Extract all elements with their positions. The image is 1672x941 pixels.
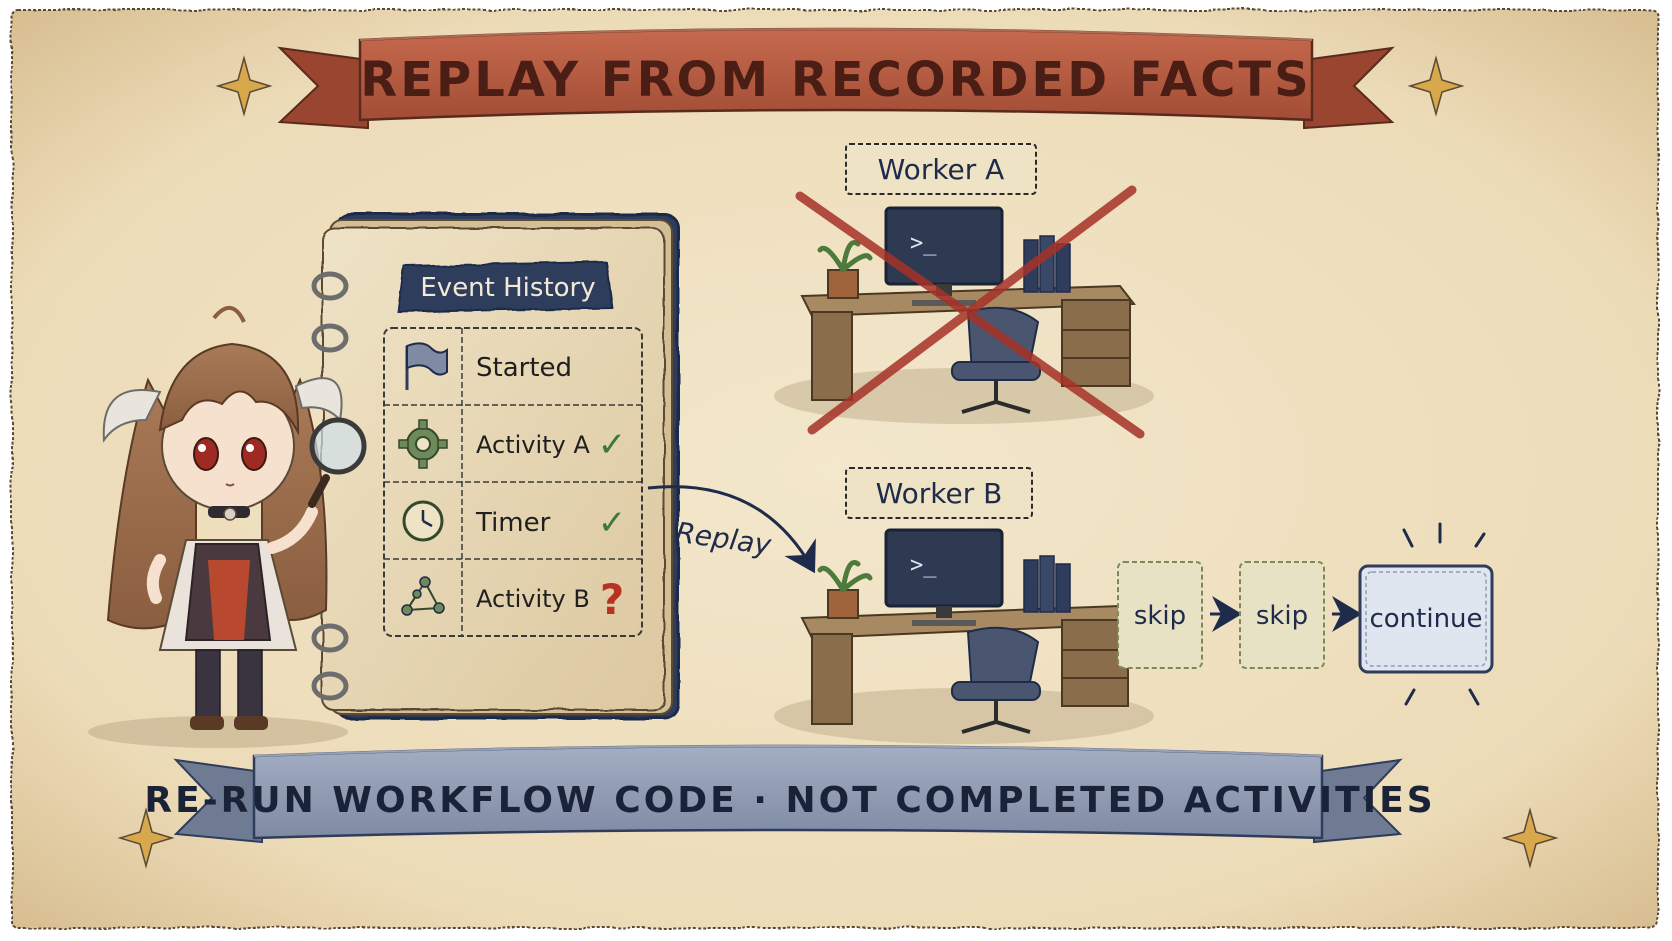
- event-label-activity-a: Activity A: [476, 431, 590, 459]
- worker-a-desk: [774, 206, 1154, 424]
- event-label-started: Started: [476, 353, 572, 383]
- check-icon: ✓: [598, 425, 627, 465]
- worker-a-terminal-prompt: >_: [910, 231, 937, 256]
- step-card-skip-2: [1239, 561, 1325, 669]
- footer-ribbon: [173, 744, 1403, 844]
- event-label-activity-b: Activity B: [476, 585, 590, 613]
- sparkle-icon: [117, 55, 1559, 869]
- step-label-continue: continue: [1369, 604, 1482, 634]
- worker-b-label-box: [845, 467, 1033, 519]
- gear-icon: [398, 419, 448, 469]
- character-illustration: [88, 306, 367, 748]
- emphasis-lines: [1402, 522, 1486, 706]
- question-mark-icon: ?: [600, 575, 624, 624]
- step-label-skip-1: skip: [1134, 601, 1186, 631]
- event-history-heading: Event History: [420, 273, 595, 303]
- worker-b-desk: [774, 528, 1154, 744]
- worker-a-label: Worker A: [878, 153, 1005, 186]
- step-label-skip-2: skip: [1256, 601, 1308, 631]
- binder-rings: [311, 271, 349, 701]
- check-icon: ✓: [598, 503, 627, 543]
- page-title: REPLAY FROM RECORDED FACTS: [360, 52, 1311, 108]
- worker-b-label: Worker B: [876, 477, 1003, 510]
- clock-icon: [402, 500, 444, 542]
- step-card-continue: [1358, 522, 1494, 706]
- cross-out-icon: [795, 185, 1145, 439]
- worker-b-terminal-prompt: >_: [910, 553, 937, 578]
- event-list: [383, 327, 643, 637]
- replay-arrow: [647, 485, 816, 574]
- event-label-timer: Timer: [475, 508, 551, 538]
- footer-caption: RE-RUN WORKFLOW CODE · NOT COMPLETED ACT…: [144, 780, 1435, 821]
- title-ribbon: [277, 27, 1395, 130]
- flag-icon: [405, 342, 448, 390]
- graph-icon: [401, 576, 445, 616]
- step-card-skip-1: [1117, 561, 1203, 669]
- worker-a-label-box: [845, 143, 1037, 195]
